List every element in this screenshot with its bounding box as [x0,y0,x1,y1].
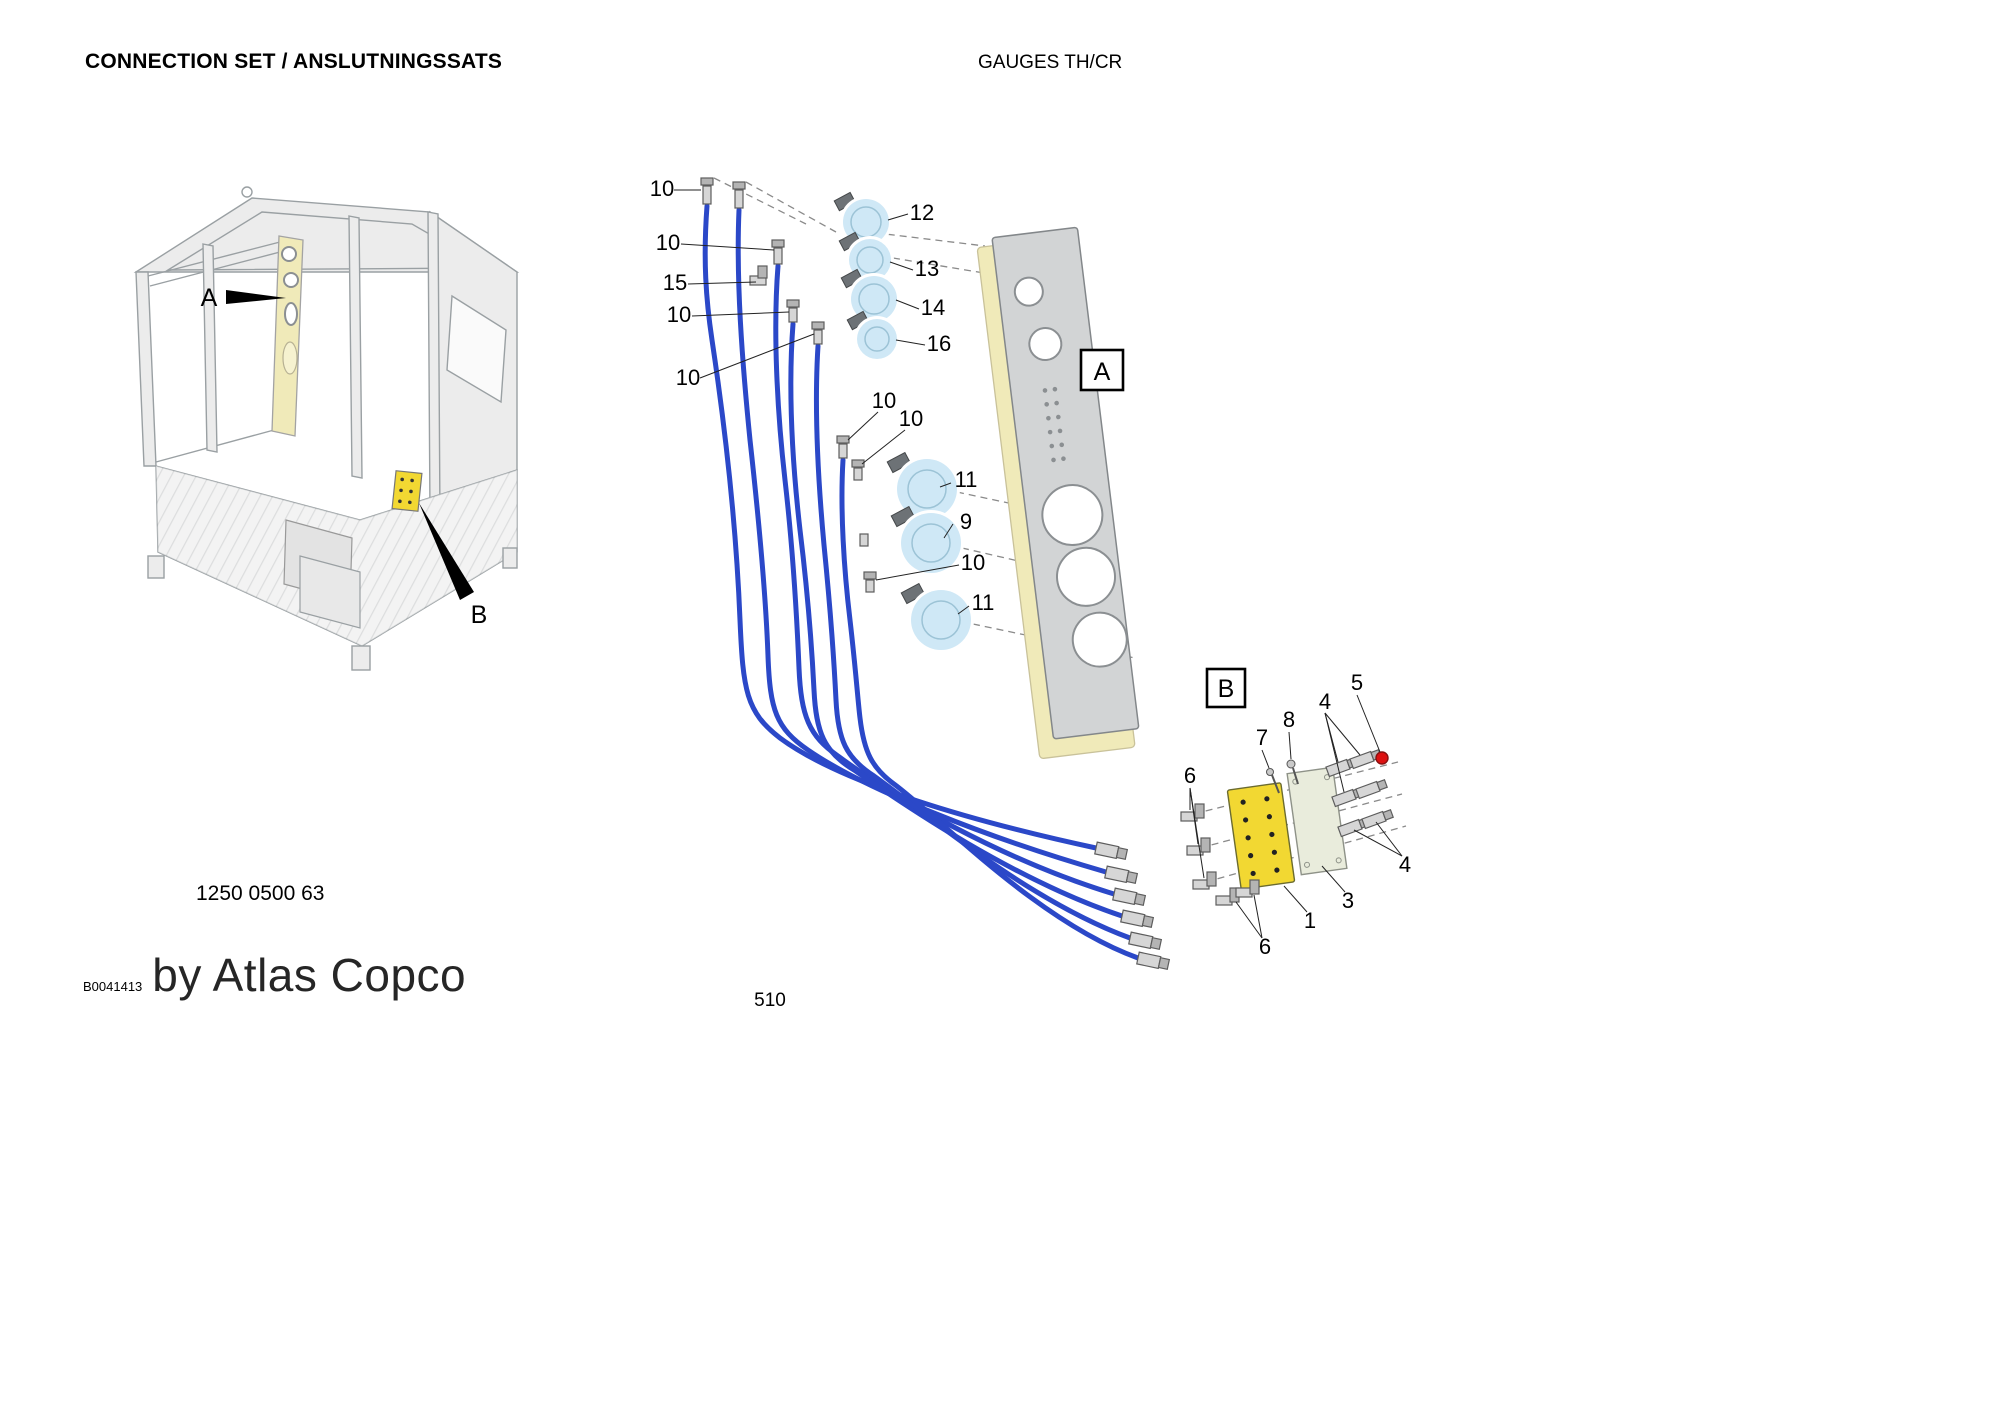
fitting-10 [836,435,850,459]
cab-mid-pillar [202,243,218,453]
bolt-7 [1266,768,1280,794]
callout-10: 10 [899,406,923,431]
cab-window [446,294,507,404]
callout-8: 8 [1283,707,1295,732]
callout-5: 5 [1351,670,1363,695]
callout-numbers: 10 10 15 10 10 12 13 14 16 10 10 11 9 10… [650,176,1411,959]
gauge-cluster [833,191,974,653]
callout-10: 10 [650,176,674,201]
cab-front-pillar [348,215,363,479]
callout-6: 6 [1184,763,1196,788]
callout-6: 6 [1259,934,1271,959]
fitting-10 [859,533,869,547]
elbow-fitting-6 [1186,837,1211,856]
roof-beacon [241,186,253,198]
fitting-10 [700,177,714,205]
coupler-4 [1361,808,1394,830]
hose-connector [1112,887,1147,907]
elbow-fitting-6 [1215,887,1240,906]
callout-10: 10 [656,230,680,255]
pointer-wedge-a [226,290,286,304]
red-plug-5 [1375,751,1389,765]
hose-6 [839,457,1141,961]
hose-connector [1120,909,1155,929]
callout-11: 11 [972,590,995,615]
connection-plate [1226,782,1296,890]
cab-instrument-column [271,235,304,437]
callout-4: 4 [1399,852,1411,877]
fitting-10 [811,321,825,345]
callout-7: 7 [1256,725,1268,750]
callout-9: 9 [960,509,972,534]
callout-10: 10 [667,302,691,327]
gauge-11-second [900,582,974,653]
gasket-plate [1286,766,1348,876]
fitting-10 [863,571,877,593]
elbow-fitting-6 [1235,879,1260,898]
callout-10: 10 [961,550,985,575]
page-number: 510 [754,990,786,1011]
callout-13: 13 [915,256,939,281]
callout-3: 3 [1342,888,1354,913]
hose-assembly [702,203,1171,971]
document-title: CONNECTION SET / ANSLUTNINGSSATS [85,50,503,73]
section-title: GAUGES TH/CR [978,52,1123,73]
cab-marker-a: A [201,284,218,312]
gauge-13 [838,231,894,284]
brand-row: B0041413 by Atlas Copco [83,948,466,1002]
callout-15: 15 [663,270,687,295]
cab-connection-plate [391,470,423,512]
gauge-14 [840,268,900,325]
fitting-10 [851,459,865,481]
gauge-11 [886,451,960,522]
boxed-marker-b: B [1218,675,1235,703]
hose-connector [1136,951,1171,971]
fitting-10 [771,239,785,265]
brand-text: by Atlas Copco [152,949,467,1001]
callout-leaders [674,189,1403,939]
doc-code: B0041413 [83,979,143,994]
fitting-10 [732,181,746,209]
callout-12: 12 [910,200,934,225]
hose-connector [1104,865,1139,885]
gauge-9 [890,505,964,576]
hose-connector [1128,931,1163,951]
cab-overview: A B [133,186,520,671]
callout-11: 11 [955,467,978,492]
cab-rear-pillar [135,271,157,467]
elbow-fitting-6 [1180,803,1205,822]
boxed-marker-a: A [1094,358,1111,386]
instrument-panel-a [976,226,1140,760]
panel-a-marker: A [1079,348,1125,392]
pointer-wedge-b [419,503,474,600]
hose-connector [1094,841,1129,861]
part-number: 1250 0500 63 [196,882,325,905]
callout-16: 16 [927,331,951,356]
gauge-fittings [700,177,877,593]
coupler-4 [1355,778,1388,800]
callout-10: 10 [676,365,700,390]
section-b-assembly: B [1180,667,1394,906]
callout-4: 4 [1319,689,1331,714]
callout-10: 10 [872,388,896,413]
callout-1: 1 [1304,908,1316,933]
fitting-10 [786,299,800,323]
callout-14: 14 [921,295,945,320]
elbow-fitting-6 [1192,871,1217,890]
bolt-8 [1286,759,1299,785]
panel-b-marker: B [1205,667,1247,709]
gauge-16 [846,310,900,362]
fitting-15-elbow [749,265,768,286]
cab-marker-b: B [471,601,488,629]
